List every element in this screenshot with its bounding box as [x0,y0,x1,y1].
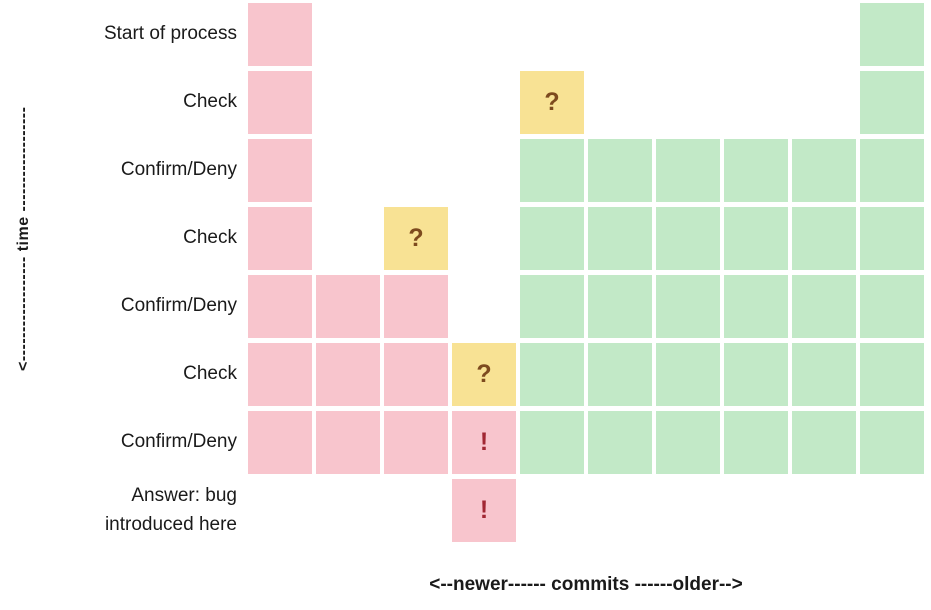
commit-cell-empty [316,207,380,270]
commit-cell-good [724,343,788,406]
commit-cell-empty [316,479,380,542]
commit-cell-empty [452,207,516,270]
commit-cell-bad [248,139,312,202]
commit-cell-good [656,139,720,202]
commit-cell-empty [248,479,312,542]
commit-cell-empty [588,479,652,542]
commit-cell-good [588,343,652,406]
commit-cell-empty [316,3,380,66]
commit-cell-empty [452,71,516,134]
commit-cell-empty [724,71,788,134]
commit-cell-good [520,275,584,338]
commit-cell-checking: ? [384,207,448,270]
commit-grid: ???!! [248,3,924,542]
commit-cell-good [588,207,652,270]
commit-cell-good [860,411,924,474]
commit-cell-good [792,207,856,270]
commit-cell-empty [384,71,448,134]
commit-cell-empty [724,479,788,542]
commit-cell-bad [248,3,312,66]
commit-cell-bad [384,275,448,338]
commit-cell-bad [384,411,448,474]
commit-cell-good [724,139,788,202]
row-label: Start of process [103,23,237,45]
row-label: Check [183,91,237,113]
commit-cell-good [792,275,856,338]
commit-cell-good [792,343,856,406]
commit-cell-bad [316,275,380,338]
commit-cell-good [656,275,720,338]
commit-cell-good [588,275,652,338]
commit-cell-bad [248,207,312,270]
commit-cell-empty [452,139,516,202]
commit-cell-bad [248,275,312,338]
commit-cell-good [860,207,924,270]
commit-cell-empty [452,275,516,338]
commit-cell-empty [384,479,448,542]
commit-cell-empty [860,479,924,542]
commit-cell-bad [248,71,312,134]
commit-cell-good [860,139,924,202]
commit-cell-good [724,411,788,474]
commit-cell-empty [452,3,516,66]
commit-cell-empty [588,71,652,134]
row-label: Check [183,363,237,385]
commit-cell-bad [248,411,312,474]
commit-cell-checking: ? [520,71,584,134]
commit-cell-good [588,139,652,202]
commit-cell-good [520,411,584,474]
commit-cell-good [656,343,720,406]
commit-cell-good [724,275,788,338]
commit-cell-empty [792,71,856,134]
commit-cell-good [792,411,856,474]
commit-cell-good [792,139,856,202]
commit-cell-bad [316,411,380,474]
commit-cell-good [860,3,924,66]
commit-cell-empty [316,139,380,202]
commit-cell-good [724,207,788,270]
commit-cell-good [520,207,584,270]
commit-cell-empty [656,3,720,66]
commit-cell-empty [520,479,584,542]
row-label: Confirm/Deny [120,295,237,317]
commit-cell-empty [792,479,856,542]
commit-cell-good [520,343,584,406]
row-label: Confirm/Deny [120,159,237,181]
commit-cell-good [860,343,924,406]
row-label: Confirm/Deny [120,431,237,453]
commit-cell-good [656,411,720,474]
commit-cell-empty [656,479,720,542]
commit-cell-empty [520,3,584,66]
commit-cell-bad [384,343,448,406]
commit-cell-good [588,411,652,474]
commit-cell-good [860,275,924,338]
commit-cell-empty [656,71,720,134]
commit-cell-bug: ! [452,479,516,542]
commit-cell-empty [792,3,856,66]
commit-cell-bad [316,343,380,406]
commit-cell-checking: ? [452,343,516,406]
commit-cell-good [520,139,584,202]
commit-cell-empty [316,71,380,134]
commit-cell-empty [724,3,788,66]
commit-cell-empty [588,3,652,66]
commit-cell-bad [248,343,312,406]
row-label: Check [183,227,237,249]
commit-cell-empty [384,139,448,202]
commits-axis-label: <--newer------ commits ------older--> [429,574,743,595]
commit-cell-bug: ! [452,411,516,474]
row-label: Answer: bug introduced here [104,485,237,535]
commit-cell-good [656,207,720,270]
commit-cell-empty [384,3,448,66]
commit-cell-good [860,71,924,134]
